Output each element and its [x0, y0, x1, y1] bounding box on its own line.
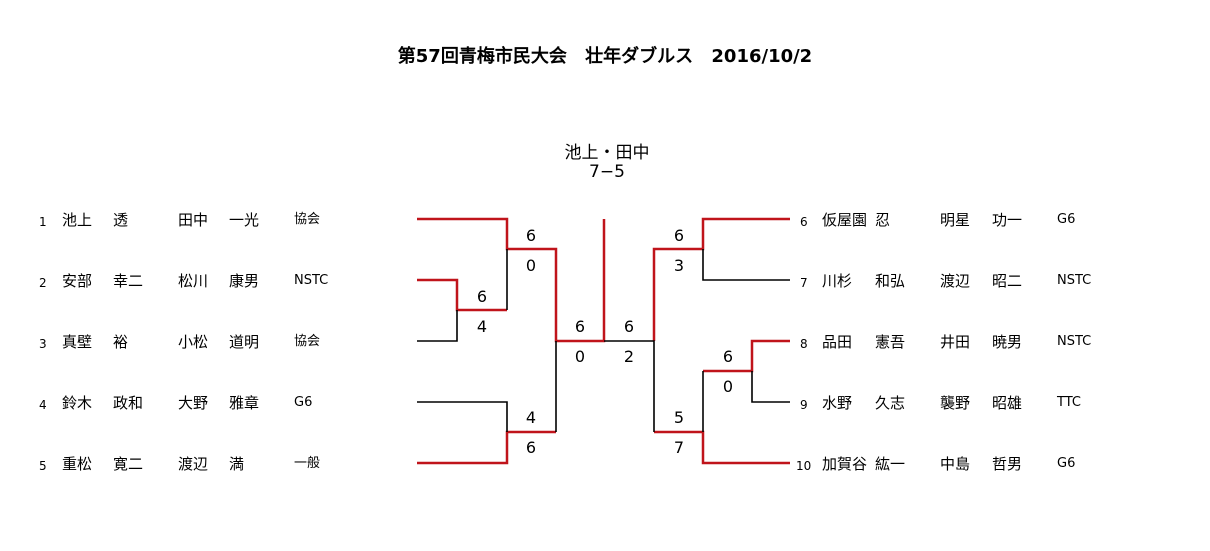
- entry-no: 10: [796, 459, 812, 473]
- winner-path-lines: [417, 217, 790, 465]
- entry-club: G6: [1057, 456, 1076, 471]
- score: 6: [574, 317, 586, 336]
- entry-club: G6: [1057, 212, 1076, 227]
- entry-p1-first: 政和: [113, 394, 144, 412]
- score: 0: [574, 347, 586, 366]
- entry-p1-last: 重松: [62, 455, 93, 473]
- entry-p2-first: 暁男: [992, 333, 1023, 351]
- entry-club: 協会: [294, 334, 321, 349]
- entry-no: 7: [800, 276, 808, 290]
- page-title: 第57回青梅市民大会 壮年ダブルス 2016/10/2: [0, 42, 1210, 68]
- entry-p1-last: 水野: [822, 394, 853, 412]
- entry-p1-first: 裕: [113, 333, 129, 351]
- entry-p2-last: 中島: [940, 455, 971, 473]
- entry-no: 2: [39, 276, 47, 290]
- entry-p2-first: 昭雄: [992, 394, 1023, 412]
- score: 4: [525, 408, 537, 427]
- score: 4: [476, 317, 488, 336]
- entry-p2-first: 一光: [229, 211, 260, 229]
- entry-no: 3: [39, 337, 47, 351]
- entry-p1-last: 池上: [62, 211, 93, 229]
- entry-club: NSTC: [1057, 273, 1092, 288]
- score: 3: [673, 256, 685, 275]
- score: 0: [722, 377, 734, 396]
- entry-p2-last: 襲野: [940, 394, 971, 412]
- entry-p1-first: 忍: [875, 211, 891, 229]
- score: 6: [525, 226, 537, 245]
- entry-p2-last: 松川: [178, 272, 209, 290]
- score: 7: [673, 438, 685, 457]
- entry-no: 6: [800, 215, 808, 229]
- entry-p2-first: 康男: [229, 272, 260, 290]
- entry-p2-last: 井田: [940, 333, 971, 351]
- entry-p1-last: 真壁: [62, 333, 93, 351]
- entry-p1-first: 紘一: [875, 455, 906, 473]
- event-category: 壮年ダブルス: [585, 46, 694, 67]
- entry-club: 協会: [294, 212, 321, 227]
- score: 6: [623, 317, 635, 336]
- loser-path-lines: [417, 249, 790, 432]
- entry-club: TTC: [1057, 395, 1081, 410]
- score: 6: [673, 226, 685, 245]
- score: 0: [525, 256, 537, 275]
- entry-p1-last: 仮屋園: [822, 211, 868, 229]
- champion-names: 池上・田中: [564, 143, 650, 163]
- entry-p2-last: 田中: [178, 211, 209, 229]
- score: 6: [525, 438, 537, 457]
- score: 6: [476, 287, 488, 306]
- entry-no: 8: [800, 337, 808, 351]
- entry-club: NSTC: [1057, 334, 1092, 349]
- event-name: 第57回青梅市民大会: [397, 46, 567, 67]
- entry-p1-first: 透: [113, 211, 129, 229]
- entry-p2-last: 明星: [940, 211, 971, 229]
- entry-p2-last: 渡辺: [178, 455, 209, 473]
- entry-p2-first: 道明: [229, 333, 260, 351]
- entry-p2-first: 雅章: [229, 394, 260, 412]
- entry-p2-last: 小松: [178, 333, 209, 351]
- score: 5: [673, 408, 685, 427]
- entry-no: 9: [800, 398, 808, 412]
- entry-club: NSTC: [294, 273, 329, 288]
- score: 6: [722, 347, 734, 366]
- score: 2: [623, 347, 635, 366]
- entry-p1-last: 安部: [62, 272, 93, 290]
- entry-p2-first: 昭二: [992, 272, 1023, 290]
- entry-p2-first: 功一: [992, 211, 1023, 229]
- entry-p1-first: 久志: [875, 394, 906, 412]
- entry-p1-first: 寛二: [113, 455, 144, 473]
- entry-p2-first: 哲男: [992, 455, 1023, 473]
- entry-p2-first: 満: [229, 455, 245, 473]
- entry-p1-last: 川杉: [822, 272, 853, 290]
- entry-p2-last: 渡辺: [940, 272, 971, 290]
- entry-club: 一般: [294, 456, 321, 471]
- entry-p1-last: 品田: [822, 333, 853, 351]
- entry-p1-last: 加賀谷: [822, 455, 868, 473]
- entry-no: 5: [39, 459, 47, 473]
- entry-no: 4: [39, 398, 47, 412]
- entry-no: 1: [39, 215, 47, 229]
- event-date: 2016/10/2: [711, 46, 813, 67]
- entry-p2-last: 大野: [178, 394, 209, 412]
- entry-p1-first: 和弘: [875, 272, 906, 290]
- champion-final-score: 7−5: [589, 162, 625, 182]
- entry-p1-first: 憲吾: [875, 333, 906, 351]
- entry-p1-first: 幸二: [113, 272, 144, 290]
- entry-p1-last: 鈴木: [62, 394, 93, 412]
- entry-club: G6: [294, 395, 313, 410]
